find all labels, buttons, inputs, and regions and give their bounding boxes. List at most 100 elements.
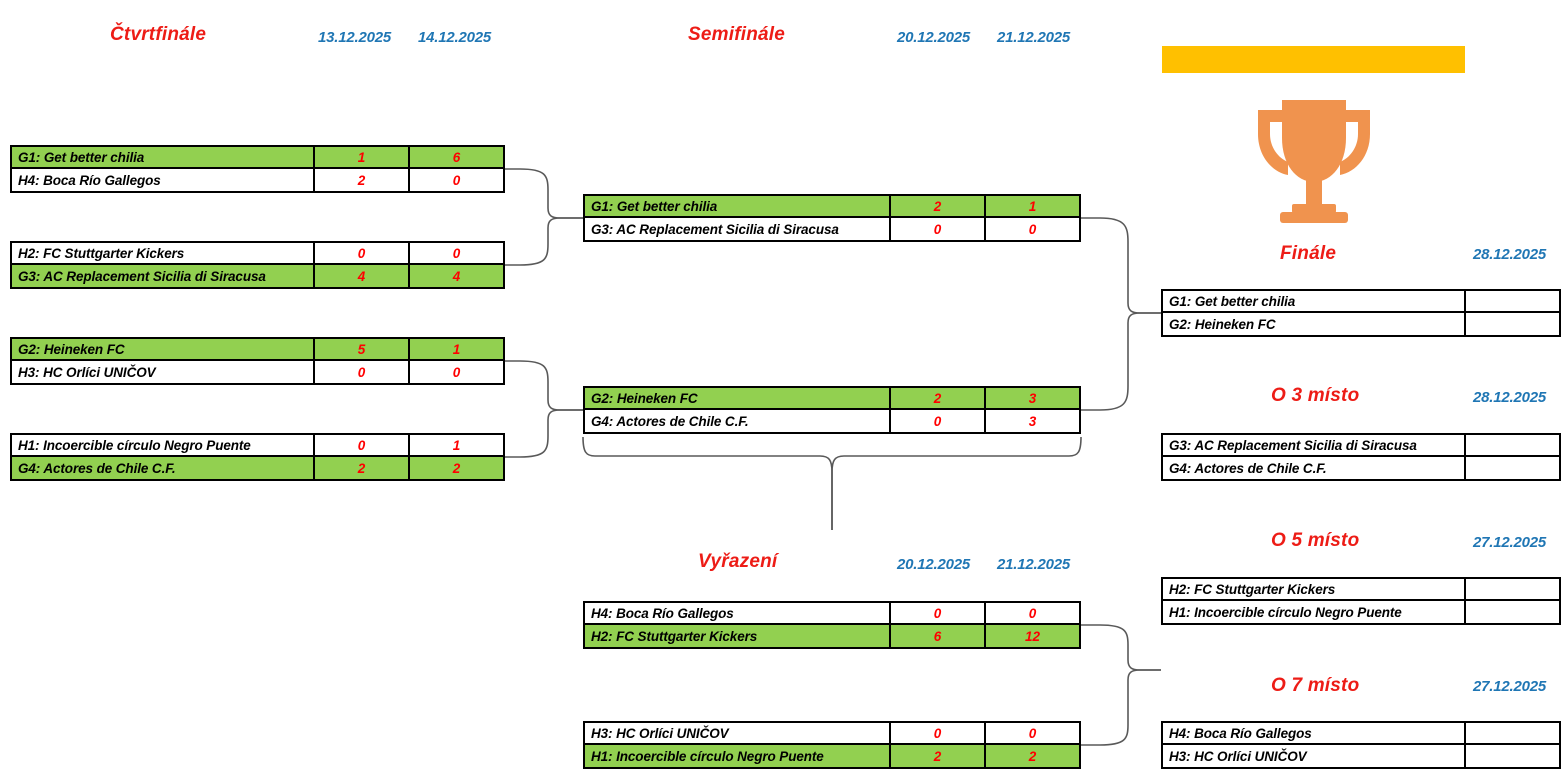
quarterfinals-title: Čtvrtfinále [110,24,207,45]
match-row[interactable]: H4: Boca Río Gallegos [1163,723,1559,746]
match-row[interactable]: H2: FC Stuttgarter Kickers 0 0 [12,243,503,266]
match-row[interactable]: H3: HC Orlíci UNIČOV [1163,745,1559,767]
team-name: H4: Boca Río Gallegos [12,169,313,191]
score-leg1 [1464,457,1559,479]
match-row[interactable]: H1: Incoercible círculo Negro Puente 2 2 [585,745,1079,767]
score-leg1: 2 [313,457,408,479]
score-leg1: 2 [889,745,984,767]
score-leg1: 2 [889,388,984,409]
third-place-date: 28.12.2025 [1473,389,1547,406]
final-title: Finále [1280,243,1337,264]
match-row[interactable]: G1: Get better chilia 1 6 [12,147,503,170]
score-leg1: 5 [313,339,408,360]
team-name: H4: Boca Río Gallegos [1163,723,1464,744]
score-leg1: 0 [313,435,408,456]
score-leg2: 6 [408,147,503,168]
team-name: G4: Actores de Chile C.F. [585,410,889,432]
team-name: G3: AC Replacement Sicilia di Siracusa [12,265,313,287]
match-row[interactable]: H4: Boca Río Gallegos 2 0 [12,169,503,191]
team-name: H2: FC Stuttgarter Kickers [585,625,889,647]
score-leg1: 0 [889,723,984,744]
match-row[interactable]: H2: FC Stuttgarter Kickers [1163,579,1559,602]
match-seventh-place[interactable]: H4: Boca Río Gallegos H3: HC Orlíci UNIČ… [1161,721,1561,769]
team-name: H3: HC Orlíci UNIČOV [12,361,313,383]
match-row[interactable]: H1: Incoercible círculo Negro Puente 0 1 [12,435,503,458]
semifinals-date-2: 21.12.2025 [997,29,1071,46]
match-row[interactable]: G2: Heineken FC 5 1 [12,339,503,362]
match-row[interactable]: G4: Actores de Chile C.F. [1163,457,1559,479]
match-qf4[interactable]: H1: Incoercible círculo Negro Puente 0 1… [10,433,505,481]
semifinals-date-1: 20.12.2025 [897,29,971,46]
match-sf2[interactable]: G2: Heineken FC 2 3 G4: Actores de Chile… [583,386,1081,434]
score-leg2: 2 [984,745,1079,767]
score-leg1: 0 [889,410,984,432]
match-row[interactable]: G4: Actores de Chile C.F. 2 2 [12,457,503,479]
match-row[interactable]: G1: Get better chilia [1163,291,1559,314]
trophy-icon [1244,96,1384,224]
team-name: G4: Actores de Chile C.F. [12,457,313,479]
team-name: G3: AC Replacement Sicilia di Siracusa [585,218,889,240]
score-leg1: 4 [313,265,408,287]
score-leg2: 3 [984,410,1079,432]
score-leg1: 6 [889,625,984,647]
score-leg1 [1464,745,1559,767]
match-row[interactable]: G3: AC Replacement Sicilia di Siracusa 4… [12,265,503,287]
score-leg2: 3 [984,388,1079,409]
match-fifth-place[interactable]: H2: FC Stuttgarter Kickers H1: Incoercib… [1161,577,1561,625]
elimination-date-2: 21.12.2025 [997,556,1071,573]
score-leg2: 2 [408,457,503,479]
match-elim2[interactable]: H3: HC Orlíci UNIČOV 0 0 H1: Incoercible… [583,721,1081,769]
score-leg1 [1464,723,1559,744]
seventh-place-date: 27.12.2025 [1473,678,1547,695]
match-row[interactable]: G3: AC Replacement Sicilia di Siracusa 0… [585,218,1079,240]
score-leg2: 0 [408,243,503,264]
match-row[interactable]: G1: Get better chilia 2 1 [585,196,1079,219]
score-leg1 [1464,579,1559,600]
score-leg1 [1464,313,1559,335]
match-sf1[interactable]: G1: Get better chilia 2 1 G3: AC Replace… [583,194,1081,242]
team-name: G3: AC Replacement Sicilia di Siracusa [1163,435,1464,456]
score-leg1: 0 [313,243,408,264]
match-elim1[interactable]: H4: Boca Río Gallegos 0 0 H2: FC Stuttga… [583,601,1081,649]
match-row[interactable]: G3: AC Replacement Sicilia di Siracusa [1163,435,1559,458]
score-leg1: 0 [313,361,408,383]
score-leg1: 0 [889,603,984,624]
score-leg2: 1 [984,196,1079,217]
quarterfinals-date-2: 14.12.2025 [418,29,492,46]
score-leg1 [1464,435,1559,456]
team-name: H1: Incoercible círculo Negro Puente [1163,601,1464,623]
score-leg1: 0 [889,218,984,240]
elimination-title: Vyřazení [698,551,778,572]
match-row[interactable]: H4: Boca Río Gallegos 0 0 [585,603,1079,626]
team-name: H2: FC Stuttgarter Kickers [12,243,313,264]
team-name: H1: Incoercible círculo Negro Puente [12,435,313,456]
team-name: G1: Get better chilia [1163,291,1464,312]
match-row[interactable]: H2: FC Stuttgarter Kickers 6 12 [585,625,1079,647]
match-row[interactable]: G4: Actores de Chile C.F. 0 3 [585,410,1079,432]
match-qf3[interactable]: G2: Heineken FC 5 1 H3: HC Orlíci UNIČOV… [10,337,505,385]
match-row[interactable]: H3: HC Orlíci UNIČOV 0 0 [585,723,1079,746]
score-leg2: 1 [408,435,503,456]
score-leg1 [1464,601,1559,623]
score-leg2: 4 [408,265,503,287]
match-row[interactable]: G2: Heineken FC 2 3 [585,388,1079,411]
score-leg2: 0 [984,218,1079,240]
third-place-title: O 3 místo [1271,385,1360,406]
match-row[interactable]: G2: Heineken FC [1163,313,1559,335]
match-row[interactable]: H1: Incoercible círculo Negro Puente [1163,601,1559,623]
match-qf1[interactable]: G1: Get better chilia 1 6 H4: Boca Río G… [10,145,505,193]
match-qf2[interactable]: H2: FC Stuttgarter Kickers 0 0 G3: AC Re… [10,241,505,289]
team-name: G1: Get better chilia [585,196,889,217]
match-row[interactable]: H3: HC Orlíci UNIČOV 0 0 [12,361,503,383]
seventh-place-title: O 7 místo [1271,675,1360,696]
semifinals-title: Semifinále [688,24,786,45]
match-final[interactable]: G1: Get better chilia G2: Heineken FC [1161,289,1561,337]
match-third-place[interactable]: G3: AC Replacement Sicilia di Siracusa G… [1161,433,1561,481]
score-leg1: 2 [889,196,984,217]
score-leg1: 1 [313,147,408,168]
fifth-place-date: 27.12.2025 [1473,534,1547,551]
score-leg2: 0 [408,361,503,383]
score-leg2: 1 [408,339,503,360]
final-date: 28.12.2025 [1473,246,1547,263]
